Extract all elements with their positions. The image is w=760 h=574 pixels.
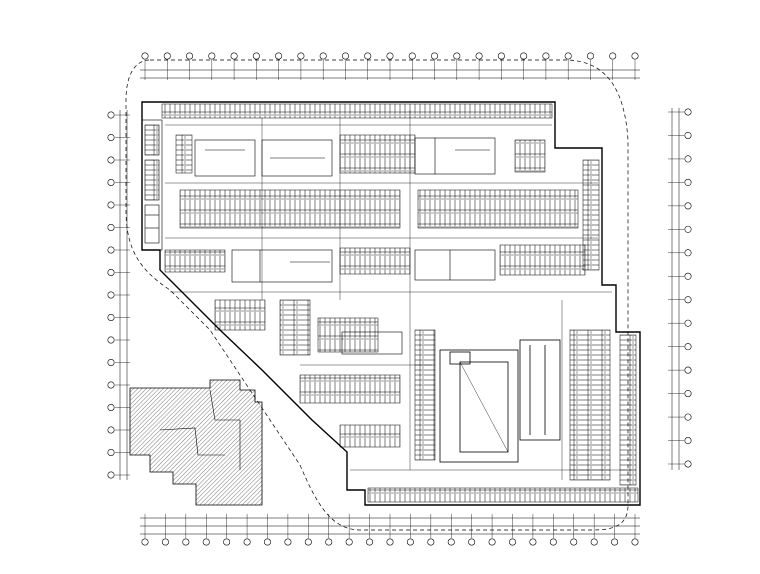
grid-bubble [284,538,292,546]
grid-bubble [406,538,414,546]
grid-bubble [163,52,171,60]
grid-bubble [631,538,639,546]
grid-bubble [564,52,572,60]
key-plan-hatched [129,379,263,506]
grid-bubble [107,134,115,142]
grid-bubble [431,52,439,60]
grid-bubble [230,52,238,60]
grid-bubble [107,246,115,254]
grid-bubble [453,52,461,60]
grid-bubble [107,381,115,389]
grid-bubble [319,52,327,60]
right-dimension-lines [671,108,680,470]
parking-stall-rows [161,103,639,503]
grid-bubble [549,538,557,546]
building-outline [141,101,641,506]
grid-bubble [542,52,550,60]
grid-bubble [161,538,169,546]
bottom-grid-bubbles [141,514,639,546]
top-grid-bubbles [141,52,639,80]
grid-bubble [684,296,692,304]
grid-bubble [684,437,692,445]
grid-bubble [223,538,231,546]
grid-bubble [586,52,594,60]
grid-bubble [684,272,692,280]
grid-bubble [684,155,692,163]
grid-bubble [202,538,210,546]
grid-bubble [386,538,394,546]
site-boundary-dashed [125,59,629,531]
grid-bubble [520,52,528,60]
grid-bubble [508,538,516,546]
grid-bubble [684,366,692,374]
key-plan-internal-lines [159,389,241,470]
grid-bubble [208,52,216,60]
grid-bubble [107,291,115,299]
grid-bubble [107,448,115,456]
grid-bubble [684,108,692,116]
grid-bubble [141,538,149,546]
grid-bubble [366,538,374,546]
grid-bubble [684,178,692,186]
grid-bubble [364,52,372,60]
grid-bubble [684,202,692,210]
grid-bubble [427,538,435,546]
grid-bubble [684,249,692,257]
grid-bubble [186,52,194,60]
grid-bubble [468,538,476,546]
grid-bubble [107,426,115,434]
central-atrium [439,339,561,463]
grid-bubble [107,201,115,209]
grid-bubble [107,179,115,187]
grid-bubble [341,52,349,60]
grid-bubble [107,358,115,366]
grid-bubble [141,52,149,60]
grid-bubble [275,52,283,60]
grid-bubble [570,538,578,546]
grid-bubble [386,52,394,60]
grid-bubble [590,538,598,546]
grid-bubble [684,460,692,468]
grid-bubble [107,336,115,344]
left-grid-bubbles [107,111,130,479]
grid-bubble [243,538,251,546]
grid-bubble [345,538,353,546]
grid-bubble [408,52,416,60]
grid-bubble [252,52,260,60]
grid-bubble [475,52,483,60]
grid-bubble [107,156,115,164]
grid-bubble [107,111,115,119]
grid-bubble [107,268,115,276]
grid-bubble [107,403,115,411]
grid-bubble [631,52,639,60]
grid-bubble [684,343,692,351]
grid-bubble [297,52,305,60]
grid-bubble [488,538,496,546]
grid-bubble [684,319,692,327]
grid-bubble [609,52,617,60]
drive-aisles [165,110,636,480]
right-grid-bubbles [668,108,692,468]
grid-bubble [325,538,333,546]
grid-bubble [497,52,505,60]
grid-bubble [263,538,271,546]
grid-bubble [684,131,692,139]
grid-bubble [611,538,619,546]
grid-bubble [107,471,115,479]
left-service-core [141,119,163,251]
grid-bubble [304,538,312,546]
grid-bubble [684,413,692,421]
grid-bubble [182,538,190,546]
grid-bubble [684,225,692,233]
grid-bubble [447,538,455,546]
grid-bubble [107,313,115,321]
grid-bubble [529,538,537,546]
grid-bubble [684,390,692,398]
grid-bubble [107,224,115,232]
